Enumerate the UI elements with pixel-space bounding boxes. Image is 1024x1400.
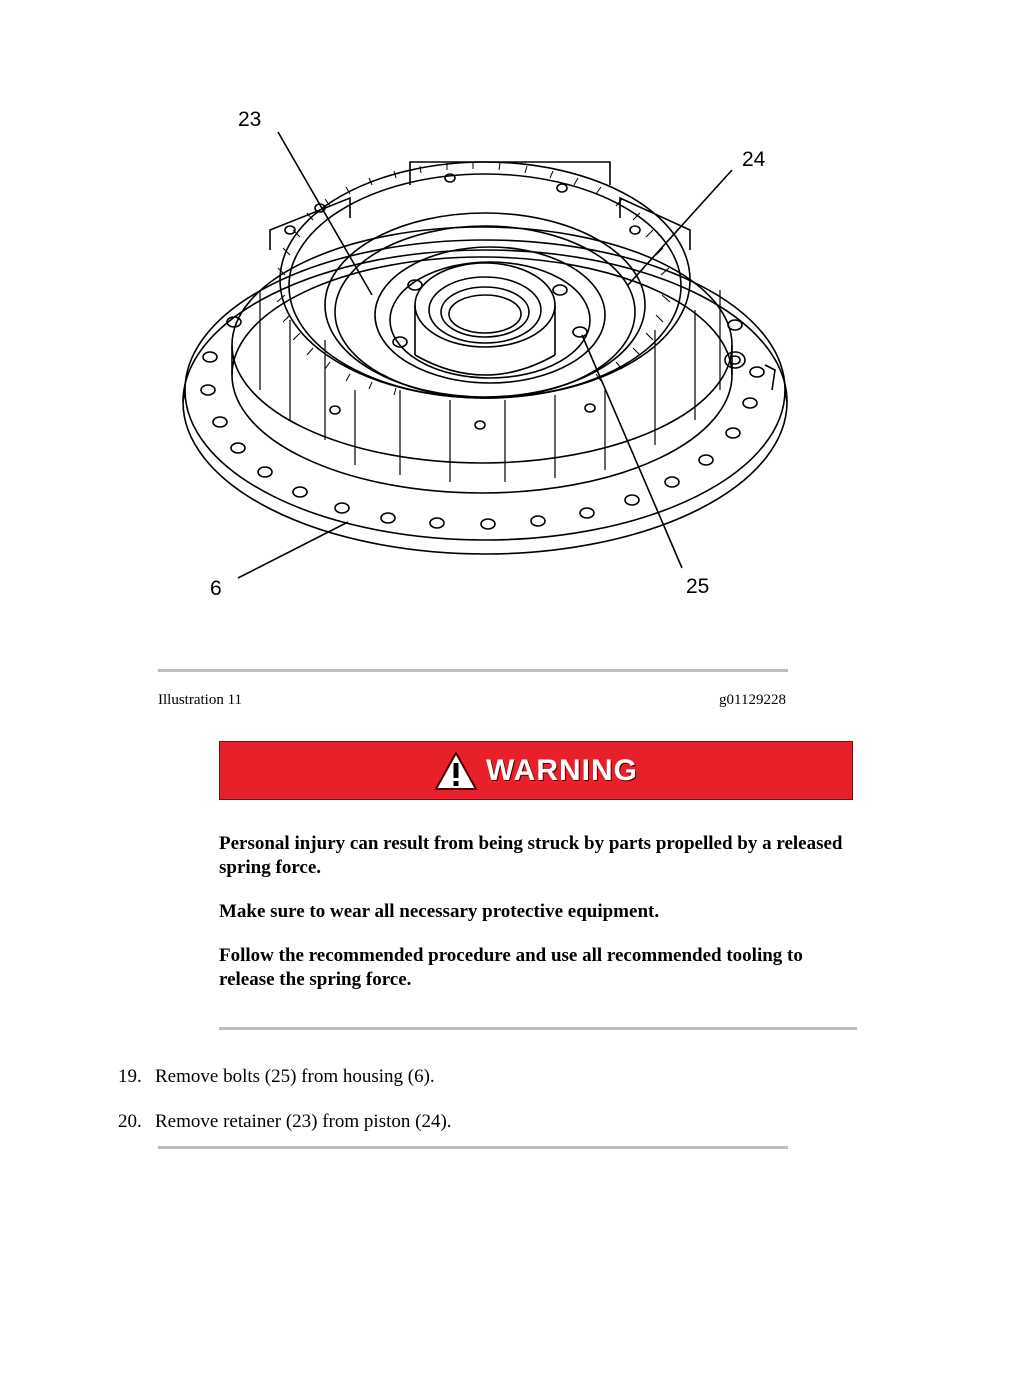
- piston-housing-drawing: [182, 131, 788, 579]
- callout-25: 25: [686, 575, 710, 598]
- divider-bottom: [158, 1146, 788, 1149]
- technical-illustration: 23 24 6 25: [150, 90, 830, 630]
- step-number: 20.: [118, 1111, 142, 1132]
- warning-banner: WARNING: [219, 741, 853, 800]
- callout-24: 24: [742, 148, 766, 171]
- step-item: 19. Remove bolts (25) from housing (6).: [118, 1066, 818, 1088]
- warning-label: WARNING: [486, 753, 638, 787]
- step-number: 19.: [118, 1066, 142, 1087]
- step-item: 20. Remove retainer (23) from piston (24)…: [118, 1111, 818, 1133]
- warning-paragraph-1: Personal injury can result from being st…: [219, 833, 843, 878]
- illustration-caption: Illustration 11: [158, 692, 243, 708]
- warning-paragraph-2: Make sure to wear all necessary protecti…: [219, 901, 660, 922]
- step-text: Remove retainer (23) from piston (24).: [155, 1111, 452, 1132]
- callout-23: 23: [238, 108, 262, 131]
- graphic-id: g01129228: [719, 692, 786, 708]
- callout-6: 6: [210, 577, 222, 600]
- step-text: Remove bolts (25) from housing (6).: [155, 1066, 435, 1087]
- warning-paragraph-3: Follow the recommended procedure and use…: [219, 945, 803, 990]
- divider-top: [158, 669, 788, 672]
- divider-warning-end: [219, 1027, 857, 1030]
- warning-triangle-icon: [434, 750, 478, 790]
